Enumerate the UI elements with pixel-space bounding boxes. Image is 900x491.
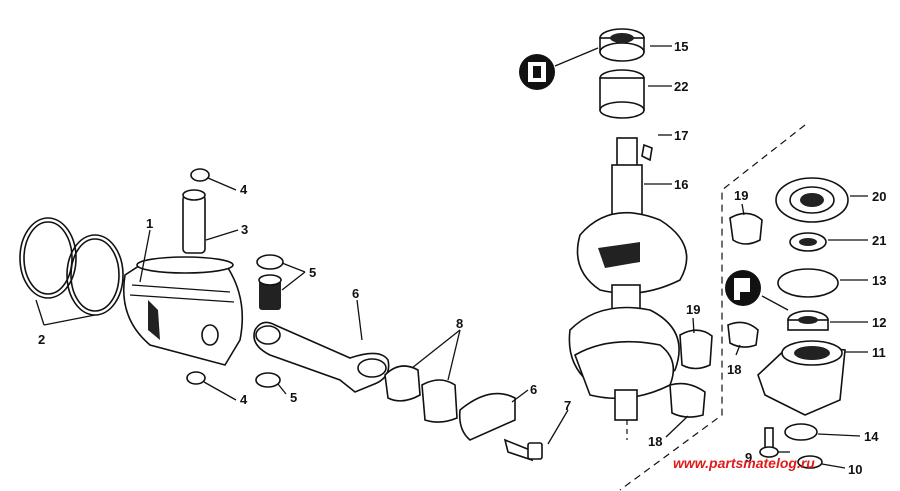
pin-retainer-clips (186, 168, 210, 385)
bearing-cage-mid (679, 329, 713, 370)
callout-10: 10 (848, 462, 862, 477)
leader-lines (35, 45, 868, 469)
woodruff-key (641, 143, 653, 162)
lower-washer (797, 455, 823, 469)
lower-seal (787, 310, 829, 331)
callout-4-top: 4 (240, 182, 248, 197)
callout-22: 22 (674, 79, 688, 94)
callout-18-right: 18 (727, 362, 741, 377)
callout-21: 21 (872, 233, 886, 248)
bearing-cage-lower (727, 321, 759, 348)
callout-5-top: 5 (309, 265, 316, 280)
callout-12: 12 (872, 315, 886, 330)
retaining-ring (789, 232, 827, 252)
callout-17: 17 (674, 128, 688, 143)
upper-seal (599, 28, 645, 62)
housing-o-ring (784, 423, 818, 441)
callout-1: 1 (146, 216, 153, 231)
callout-8: 8 (456, 316, 463, 331)
piston (122, 256, 244, 366)
wrist-pin (182, 189, 206, 254)
connecting-rod (253, 321, 390, 393)
crankshaft (568, 137, 688, 421)
rod-cap-bolt (503, 438, 543, 462)
callout-14: 14 (864, 429, 879, 444)
callout-6-cap: 6 (530, 382, 537, 397)
callout-7: 7 (564, 398, 571, 413)
rod-bearing-cages (384, 365, 458, 423)
callout-2: 2 (38, 332, 45, 347)
callout-15: 15 (674, 39, 688, 54)
housing-screw (759, 427, 779, 458)
assembly-guide-line (619, 124, 806, 491)
upper-needle-bearing (599, 69, 645, 119)
callout-11: 11 (872, 345, 886, 360)
callout-19-right: 19 (734, 188, 748, 203)
sealant-symbol-right (725, 270, 761, 306)
callout-6-rod: 6 (352, 286, 359, 301)
sealant-symbol-top (519, 54, 555, 90)
callout-18-center: 18 (648, 434, 662, 449)
rod-cap (458, 392, 516, 441)
callout-9: 9 (745, 450, 752, 465)
small-end-bearing (255, 254, 284, 388)
o-ring (777, 268, 839, 298)
bearing-housing (757, 340, 846, 416)
callout-labels: 1 2 3 4 4 5 5 6 6 7 8 9 10 11 12 13 14 1… (38, 39, 886, 477)
callout-13: 13 (872, 273, 886, 288)
callout-16: 16 (674, 177, 688, 192)
callout-20: 20 (872, 189, 886, 204)
bearing-half-lower (669, 382, 706, 418)
ball-bearing (775, 177, 849, 223)
piston-rings (19, 217, 124, 316)
bearing-cage-upper (729, 212, 763, 245)
callout-5-bottom: 5 (290, 390, 297, 405)
callout-3: 3 (241, 222, 248, 237)
watermark: www.partsmatelog.ru (673, 455, 815, 471)
callout-4-bottom: 4 (240, 392, 248, 407)
callout-19-center: 19 (686, 302, 700, 317)
